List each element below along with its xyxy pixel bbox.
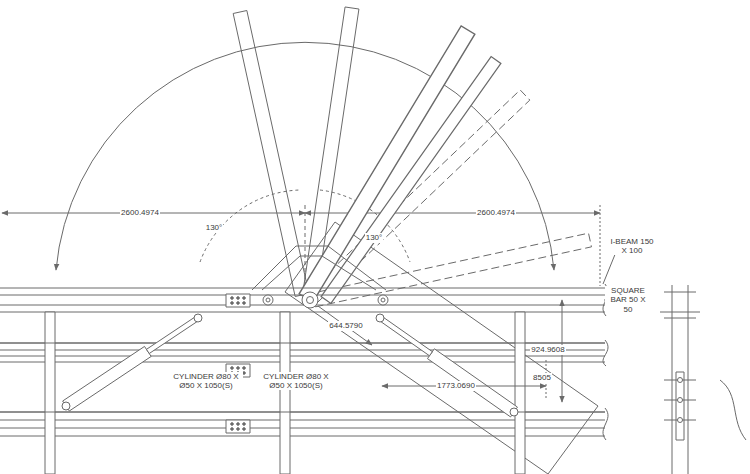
side-view-line bbox=[664, 318, 696, 319]
side-view-bolt bbox=[678, 378, 683, 383]
lifting-arm bbox=[299, 26, 475, 302]
side-view-line bbox=[660, 312, 700, 313]
part-label: CYLINDER Ø80 X Ø50 X 1050(S) bbox=[259, 372, 333, 390]
dimension-text: 644.5790 bbox=[328, 321, 363, 330]
dimension-text: 924.9608 bbox=[530, 345, 565, 354]
bolt bbox=[231, 428, 234, 431]
lifting-arm bbox=[321, 57, 501, 304]
bolt bbox=[237, 367, 240, 370]
post bbox=[515, 312, 525, 474]
side-view-bolt bbox=[678, 418, 683, 423]
rail-line bbox=[0, 420, 605, 421]
hydraulic-cylinder bbox=[427, 349, 517, 417]
beam-line bbox=[0, 305, 605, 306]
cylinder-eye bbox=[62, 402, 70, 410]
bolt bbox=[237, 423, 240, 426]
dimension-text: 8505 bbox=[532, 373, 552, 382]
post bbox=[45, 312, 55, 474]
rail-line bbox=[0, 356, 605, 357]
bolt bbox=[237, 302, 240, 305]
break-line bbox=[603, 340, 608, 366]
piston-rod bbox=[146, 316, 199, 354]
bolt bbox=[237, 428, 240, 431]
cylinder-eye bbox=[510, 408, 518, 416]
part-label: SQUARE BAR 50 X 50 bbox=[605, 286, 651, 314]
piston-rod bbox=[379, 316, 433, 356]
bracket-plate bbox=[252, 246, 386, 290]
dimension-line bbox=[318, 306, 372, 345]
dimension-text: 130° bbox=[205, 223, 224, 232]
part-label: CYLINDER Ø80 X Ø50 X 1050(S) bbox=[169, 372, 243, 390]
bolt bbox=[231, 297, 234, 300]
rail-line bbox=[0, 362, 605, 363]
rail-line bbox=[0, 428, 605, 429]
side-view-line bbox=[664, 292, 696, 293]
bolt bbox=[231, 423, 234, 426]
cylinder-eye bbox=[194, 314, 202, 322]
hinge-pin bbox=[378, 295, 388, 305]
beam-line bbox=[0, 295, 605, 296]
bolt bbox=[243, 367, 246, 370]
bolt bbox=[243, 428, 246, 431]
break-line bbox=[720, 380, 746, 440]
bolt bbox=[237, 297, 240, 300]
arm-position bbox=[233, 11, 309, 297]
leader-line bbox=[603, 252, 616, 284]
break-line bbox=[603, 408, 608, 440]
pivot-pin bbox=[302, 292, 318, 308]
bolt bbox=[231, 302, 234, 305]
hydraulic-cylinder bbox=[63, 346, 151, 411]
cylinder-eye bbox=[376, 314, 384, 322]
linework bbox=[0, 7, 746, 474]
rail-line bbox=[0, 436, 605, 437]
dimension-text: 2600.4974 bbox=[476, 208, 516, 217]
bolt bbox=[243, 423, 246, 426]
hinge-pin bbox=[263, 295, 273, 305]
beam-line bbox=[0, 312, 605, 313]
dimension-text: 2600.4974 bbox=[120, 208, 160, 217]
post bbox=[280, 312, 290, 474]
dimension-text: 130° bbox=[365, 233, 384, 242]
pivot-pin bbox=[307, 297, 314, 304]
rail-line bbox=[0, 343, 605, 344]
hinge-pin bbox=[266, 298, 270, 302]
side-view-bolt bbox=[678, 398, 683, 403]
dimension-text: 1773.0690 bbox=[436, 381, 476, 390]
bolt-plate bbox=[226, 420, 250, 433]
side-view-flange bbox=[676, 372, 684, 440]
rail-line bbox=[0, 343, 605, 344]
part-label: I-BEAM 150 X 100 bbox=[609, 237, 655, 255]
beam-line bbox=[0, 288, 605, 289]
bolt bbox=[243, 302, 246, 305]
bolt bbox=[231, 367, 234, 370]
extension-line bbox=[600, 205, 601, 286]
bolt-plate bbox=[226, 294, 250, 307]
bolt bbox=[243, 372, 246, 375]
rail-line bbox=[0, 350, 605, 351]
bracket-plate bbox=[262, 256, 376, 290]
bolt bbox=[243, 297, 246, 300]
hinge-pin bbox=[381, 298, 385, 302]
